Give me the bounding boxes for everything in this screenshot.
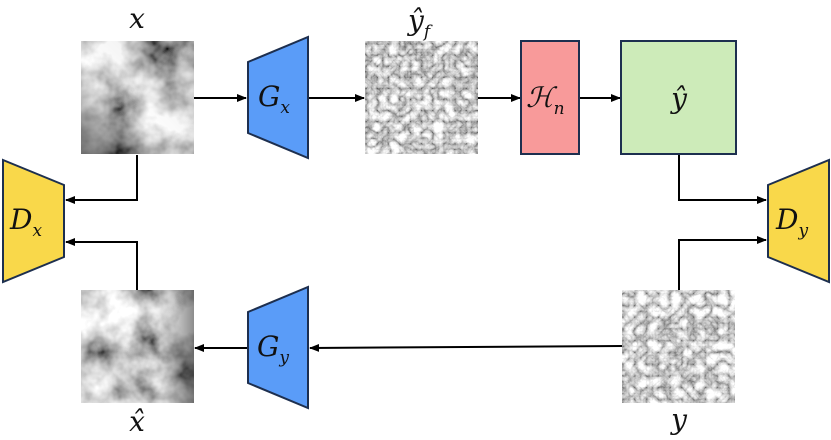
output-yhat-label: ŷ <box>669 82 688 115</box>
label-y: y <box>669 403 688 436</box>
generator-gy-label: Gy <box>257 330 289 368</box>
output-yhat-box <box>620 40 737 155</box>
discriminator-dy-label: Dy <box>775 203 808 241</box>
label-y-hat-f: ŷf <box>406 4 433 42</box>
generator-gy-shape <box>247 285 309 410</box>
edge-y-to-dy <box>678 236 767 290</box>
discriminator-dx-label: Dx <box>9 203 42 241</box>
edge-yhat-to-dy <box>678 155 767 204</box>
generator-gx-label: Gx <box>258 80 290 118</box>
operator-hn-label: ℋn <box>526 81 565 119</box>
edges <box>65 94 767 352</box>
image-y-hat-f <box>365 41 478 154</box>
operator-hn-box <box>520 40 580 155</box>
edge-x-to-dx <box>65 155 138 204</box>
discriminator-dy-shape <box>767 158 830 284</box>
edge-y-to-gy <box>309 343 623 352</box>
image-y <box>622 290 735 403</box>
image-x <box>81 41 194 154</box>
discriminator-dx-shape <box>2 158 65 284</box>
label-x: x <box>129 2 145 35</box>
generator-gx-shape <box>247 35 309 160</box>
label-x-hat: x̂ <box>129 405 145 438</box>
edge-xhat-to-dx <box>65 238 138 290</box>
image-x-hat <box>81 290 194 403</box>
